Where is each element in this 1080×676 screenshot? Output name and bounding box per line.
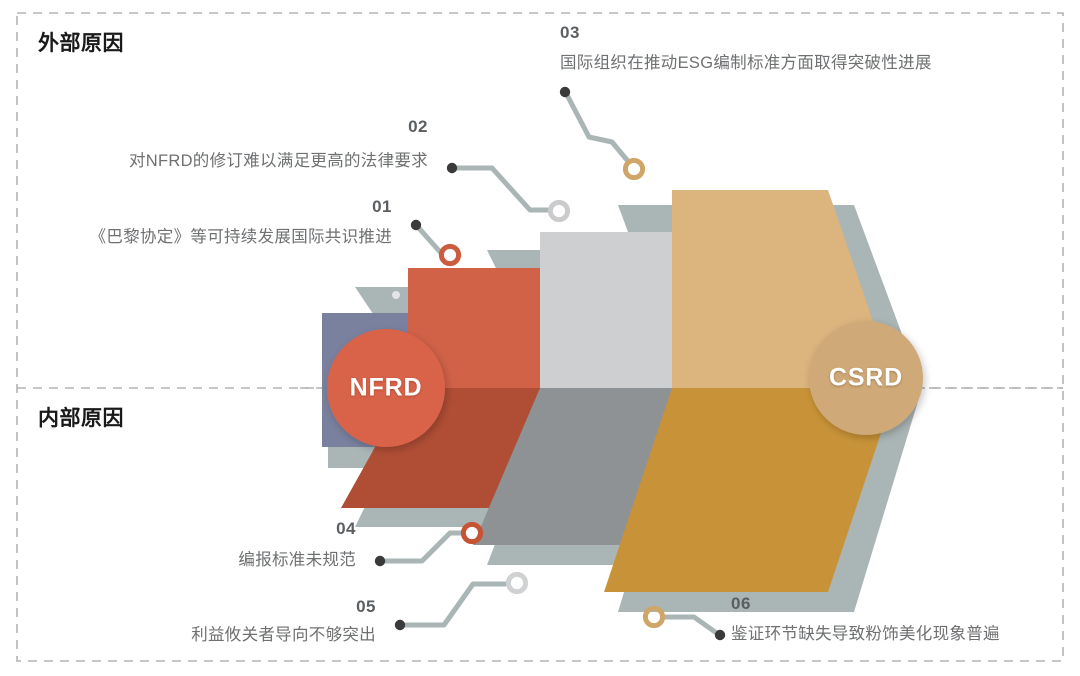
connector-03-ring	[622, 157, 646, 181]
connector-03	[563, 90, 630, 163]
nfrd-circle	[327, 329, 445, 447]
outer-dashed-frame	[16, 12, 1064, 662]
item-02-number: 02	[408, 117, 428, 136]
connector-01-ring	[438, 243, 462, 267]
connector-05-dot	[394, 619, 406, 631]
connector-06-dot	[714, 629, 726, 641]
connector-01-ring-core	[447, 252, 453, 258]
item-05-number: 05	[356, 597, 376, 616]
nfrd-label: NFRD	[349, 373, 423, 402]
item-04-text: 编报标准未规范	[238, 551, 356, 569]
item-05-text: 利益攸关者导向不够突出	[191, 626, 376, 644]
connector-03-ring-core	[631, 166, 637, 172]
decor-dot-grey	[392, 291, 400, 299]
item-02-text: 对NFRD的修订难以满足更高的法律要求	[128, 152, 428, 170]
item-03-number: 03	[560, 23, 580, 42]
item-01-text: 《巴黎协定》等可持续发展国际共识推进	[89, 228, 392, 246]
csrd-label: CSRD	[828, 363, 904, 392]
connector-04-dot	[374, 555, 386, 567]
connector-02	[450, 165, 551, 213]
item-01-number: 01	[372, 197, 392, 216]
item-03-text: 国际组织在推动ESG编制标准方面取得突破性进展	[560, 54, 932, 72]
chevron-tan	[604, 190, 896, 592]
connector-04-ring	[460, 521, 484, 545]
connector-02-dot	[446, 162, 458, 174]
connector-01-dot	[410, 219, 422, 231]
item-06-text: 鉴证环节缺失导致粉饰美化现象普遍	[731, 625, 1000, 643]
connector-02-ring-core	[556, 208, 562, 214]
connector-04	[378, 530, 466, 564]
connector-05	[398, 581, 508, 628]
connector-01	[414, 223, 444, 256]
item-06-number: 06	[731, 594, 751, 613]
connector-05-ring-core	[514, 580, 520, 586]
section-title-internal: 内部原因	[38, 407, 124, 430]
csrd-circle	[809, 321, 923, 435]
connector-03-dot	[559, 86, 571, 98]
connector-04-ring-core	[469, 530, 475, 536]
section-title-external: 外部原因	[38, 32, 124, 55]
connector-06-ring	[642, 605, 666, 629]
connector-06-ring-core	[651, 614, 657, 620]
connector-02-ring	[547, 199, 571, 223]
item-04-number: 04	[336, 519, 356, 538]
connector-05-ring	[505, 571, 529, 595]
connector-06	[661, 614, 721, 637]
